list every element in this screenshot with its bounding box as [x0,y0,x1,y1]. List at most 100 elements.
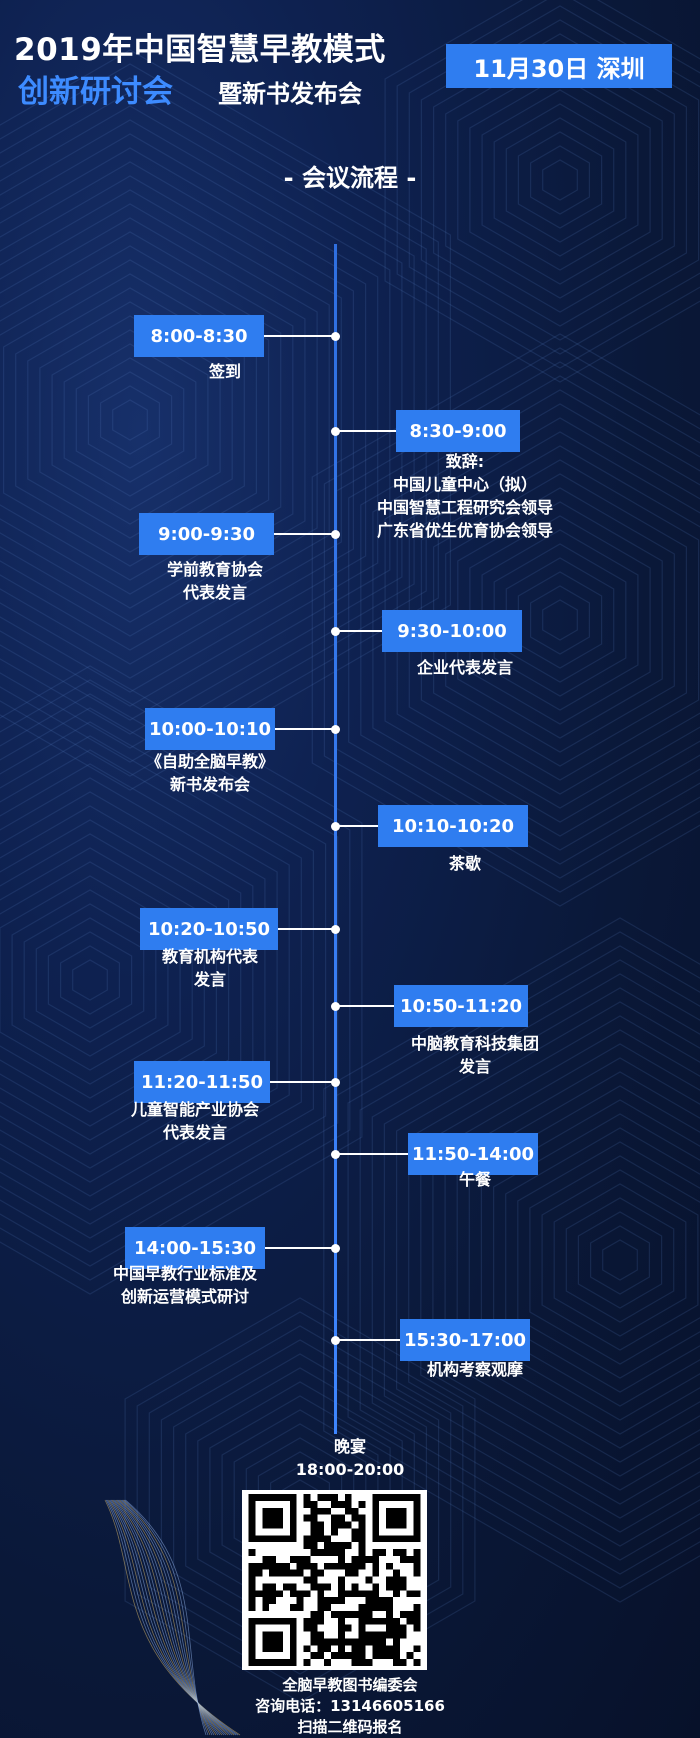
hexagon-decoration [0,133,379,707]
session-description-line: 中国早教行业标准及 [112,1264,257,1283]
hexagon-decoration [360,389,700,851]
hexagon-decoration [87,371,173,469]
hexagon-decoration [0,665,363,1295]
timeline-connector [335,630,382,632]
title-highlight: 创新研讨会 [18,74,173,110]
timeline-connector [275,728,335,730]
hexagon-decoration [323,347,700,893]
hexagon-decoration [0,77,427,763]
time-badge: 9:00-9:30 [139,513,274,555]
timeline-connector [335,1339,400,1341]
hexagon-decoration [0,707,327,1253]
hexagon-decoration [63,343,197,497]
time-badge: 10:10-10:20 [378,805,528,847]
title-line-1: 2019年中国智慧早教模式 [14,32,386,68]
hexagon-decoration [75,357,185,483]
hexagon-decoration [372,403,700,837]
hexagon-decoration [529,585,591,655]
time-badge: 10:20-10:50 [140,908,278,950]
session-description-line: 茶歇 [448,854,481,873]
timeline-dot [331,332,340,341]
session-description-line: 机构考察观摩 [426,1360,523,1379]
hexagon-decoration [457,501,663,739]
hexagon-decoration [0,63,439,777]
session-description-line: 致辞: [445,452,485,471]
hexagon-decoration [420,459,700,781]
timeline-dot [331,725,340,734]
hexagon-decoration [480,1099,700,1421]
hexagon-decoration [408,5,700,355]
hexagon-decoration [148,1325,452,1675]
hexagon-decoration [433,33,688,327]
hexagon-decoration [505,117,615,243]
timeline-dot [331,1078,340,1087]
hexagon-decoration [0,763,278,1197]
qr-code-pattern [248,1494,421,1666]
hexagon-decoration [99,385,160,455]
session-description: 儿童智能产业协会代表发言 [110,1098,280,1144]
timeline-connector [335,1153,408,1155]
session-description-line: 企业代表发言 [416,658,513,677]
hexagon-decoration [408,445,700,795]
hexagon-decoration [445,47,675,313]
hexagon-decoration [0,805,242,1155]
hexagon-decoration [602,1239,638,1281]
hexagon-decoration [0,203,318,637]
session-description: 企业代表发言 [360,656,570,679]
session-description: 中国早教行业标准及创新运营模式研讨 [100,1262,270,1308]
hexagon-decoration [420,19,700,341]
hexagon-decoration [396,431,700,809]
time-badge: 10:00-10:10 [145,708,275,750]
hexagon-decoration [493,543,627,697]
hexagon-decoration [457,61,663,299]
session-description-line: 创新运营模式研讨 [120,1287,249,1306]
timeline-dot [331,1336,340,1345]
hexagon-decoration [553,1183,687,1337]
hexagon-decoration [0,259,270,581]
hexagon-decoration [59,945,121,1015]
time-badge: 8:00-8:30 [134,315,264,357]
hexagon-decoration [347,945,700,1575]
hexagon-decoration [384,0,700,383]
footer-phone: 咨询电话：13146605166 [255,1697,445,1715]
hexagon-decoration [505,1127,700,1393]
hexagon-decoration [0,245,282,595]
hexagon-decoration [0,721,314,1239]
dinner-time: 18:00-20:00 [295,1460,405,1479]
session-description: 午餐 [370,1168,580,1191]
session-description-line: 中国智慧工程研究会领导 [376,498,553,517]
hexagon-decoration [493,103,627,257]
session-description-line: 发言 [193,970,226,989]
timeline-dot [331,627,340,636]
hexagon-decoration [433,473,688,767]
date-location-badge: 11月30日 深圳 [446,44,672,88]
timeline-connector [335,825,378,827]
session-description: 致辞:中国儿童中心（拟）中国智慧工程研究会领导广东省优生优育协会领导 [360,450,570,542]
hexagon-decoration [565,1197,675,1323]
hexagon-decoration [0,147,367,693]
hexagon-decoration [371,973,700,1547]
timeline-dot [331,1002,340,1011]
hexagon-decoration [323,917,700,1603]
hexagon-decoration [396,1001,700,1519]
hexagon-decoration [445,487,675,753]
session-description-line: 午餐 [458,1170,491,1189]
hexagon-decoration [0,119,391,721]
session-description-line: 学前教育协会 [166,560,263,579]
hexagon-decoration [47,931,133,1029]
hexagon-decoration [384,417,700,823]
hexagon-decoration [359,959,700,1561]
session-description-line: 中国儿童中心（拟） [392,475,537,494]
hexagon-decoration [0,91,415,749]
hexagon-decoration [517,1141,700,1379]
session-description-line: 签到 [208,362,241,381]
hexagon-decoration [0,49,451,791]
hexagon-decoration [0,749,290,1211]
time-badge: 10:50-11:20 [394,985,528,1027]
time-badge: 11:20-11:50 [134,1061,270,1103]
qr-code[interactable] [242,1490,427,1670]
time-badge: 8:30-9:00 [396,410,520,452]
footer-cta: 扫描二维码报名 [297,1718,403,1736]
hexagon-decoration [542,599,578,641]
